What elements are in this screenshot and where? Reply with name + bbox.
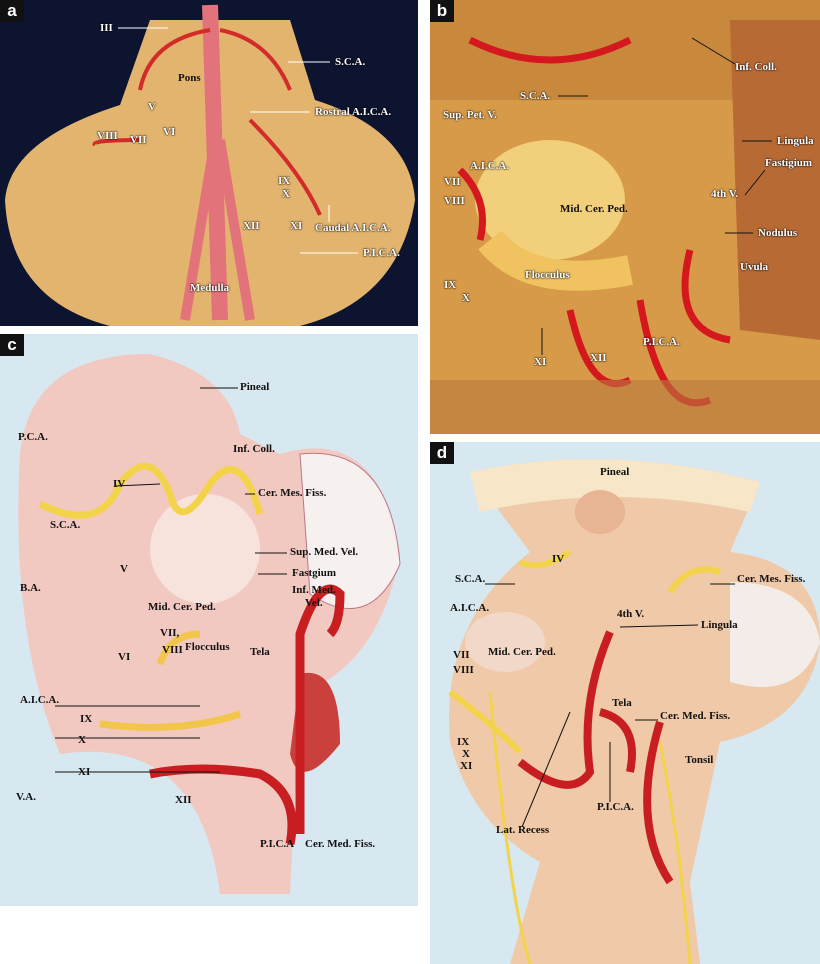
label-aica: A.I.C.A.	[20, 694, 60, 706]
panel-d-letter: d	[430, 442, 454, 464]
label-aica: A.I.C.A.	[470, 160, 510, 172]
label-cn8: VIII	[162, 644, 183, 656]
label-cer-mes-fiss: Cer. Mes. Fiss.	[737, 573, 806, 585]
label-cn9: IX	[80, 713, 93, 725]
label-sca: S.C.A.	[520, 90, 551, 102]
label-caudal-aica: Caudal A.I.C.A.	[315, 222, 391, 234]
label-cn10: X	[282, 188, 290, 200]
label-lingula: Lingula	[777, 135, 814, 147]
label-pineal: Pineal	[240, 381, 270, 393]
panel-c-letter: c	[0, 334, 24, 356]
label-cn11: XI	[78, 766, 91, 778]
label-aica: A.I.C.A.	[450, 602, 490, 614]
label-fastigium: Fastigium	[765, 157, 813, 169]
panel-b-photo: b Inf. Coll. S.C.A. Sup. Pet. V. Lingula…	[430, 0, 820, 434]
label-pca: P.C.A.	[18, 431, 48, 443]
label-flocculus: Flocculus	[185, 641, 230, 653]
label-cn8: VIII	[444, 195, 465, 207]
label-cn10: X	[462, 748, 470, 760]
label-pineal: Pineal	[600, 466, 630, 478]
label-inf-med-vel: Inf. Med.	[292, 584, 336, 596]
label-cn12: XII	[175, 794, 192, 806]
label-tonsil: Tonsil	[685, 754, 714, 766]
label-sup-med-vel: Sup. Med. Vel.	[290, 546, 359, 558]
label-cn9: IX	[457, 736, 470, 748]
label-inf-coll: Inf. Coll.	[735, 61, 777, 73]
panel-d-illustration: d Pineal IV S.C.A. Cer. Mes. Fiss. A.I.C…	[430, 442, 820, 964]
label-cn10: X	[78, 734, 86, 746]
label-4th-ventricle: 4th V.	[617, 608, 645, 620]
label-pica: P.I.C.A	[260, 838, 295, 850]
panel-c-illustration: c Pineal P.C.A. Inf. Coll. IV Cer. Mes. …	[0, 334, 418, 906]
label-rostral-aica: Rostral A.I.C.A.	[315, 106, 392, 118]
label-inf-med-vel-2: Vel.	[305, 597, 323, 609]
label-cn3: III	[100, 22, 113, 34]
panel-b-letter: b	[430, 0, 454, 22]
label-sup-pet-v: Sup. Pet. V.	[443, 109, 497, 121]
label-cn7: VII	[444, 176, 461, 188]
label-cn6: VI	[118, 651, 131, 663]
label-cn9: IX	[278, 175, 291, 187]
label-pica: P.I.C.A.	[643, 336, 680, 348]
label-nodulus: Nodulus	[758, 227, 798, 239]
label-cn12: XII	[590, 352, 607, 364]
label-cer-med-fiss: Cer. Med. Fiss.	[660, 710, 731, 722]
label-cn7: VII,	[160, 627, 180, 639]
label-sca: S.C.A.	[335, 56, 366, 68]
label-cn5: V	[120, 563, 128, 575]
label-inf-coll: Inf. Coll.	[233, 443, 275, 455]
label-cn6: VI	[163, 126, 176, 138]
label-cn4: IV	[552, 553, 565, 565]
label-mid-cer-ped: Mid. Cer. Ped.	[488, 646, 556, 658]
label-cn7: VII	[130, 134, 147, 146]
panel-a-letter: a	[0, 0, 24, 22]
panel-a-illustration	[5, 4, 415, 326]
label-flocculus: Flocculus	[525, 269, 570, 281]
label-mid-cer-ped: Mid. Cer. Ped.	[560, 203, 628, 215]
label-cn11: XI	[290, 220, 303, 232]
label-pons: Pons	[178, 72, 201, 84]
label-pica: P.I.C.A.	[363, 247, 400, 259]
label-vertebral-artery: V.A.	[16, 791, 36, 803]
label-cn5: V	[148, 101, 156, 113]
panel-c-drawing	[18, 354, 401, 894]
label-cer-mes-fiss: Cer. Mes. Fiss.	[258, 487, 327, 499]
label-4th-ventricle: 4th V.	[711, 188, 739, 200]
label-sca: S.C.A.	[50, 519, 81, 531]
label-uvula: Uvula	[740, 261, 769, 273]
label-cn4: IV	[113, 478, 126, 490]
label-pica: P.I.C.A.	[597, 801, 634, 813]
label-cn8: VIII	[453, 664, 474, 676]
label-tela: Tela	[612, 697, 632, 709]
label-cn8: VIII	[97, 130, 118, 142]
label-cn10: X	[462, 292, 470, 304]
label-cn7: VII	[453, 649, 470, 661]
label-cn11: XI	[460, 760, 473, 772]
panel-d-drawing	[448, 459, 820, 964]
label-cer-med-fiss: Cer. Med. Fiss.	[305, 838, 376, 850]
label-tela: Tela	[250, 646, 270, 658]
label-fastigium: Fastgium	[292, 567, 336, 579]
label-sca: S.C.A.	[455, 573, 486, 585]
label-cn11: XI	[534, 356, 547, 368]
label-cn12: XII	[243, 220, 260, 232]
panel-a-photo: a III S.C.A. Pons Rostral A.I.C.A. V VII…	[0, 0, 418, 326]
panel-b-illustration	[430, 0, 820, 434]
label-lingula: Lingula	[701, 619, 738, 631]
label-cn9: IX	[444, 279, 457, 291]
label-mid-cer-ped: Mid. Cer. Ped.	[148, 601, 216, 613]
label-medulla: Medulla	[190, 282, 230, 294]
label-lat-recess: Lat. Recess	[496, 824, 550, 836]
label-basilar-artery: B.A.	[20, 582, 41, 594]
